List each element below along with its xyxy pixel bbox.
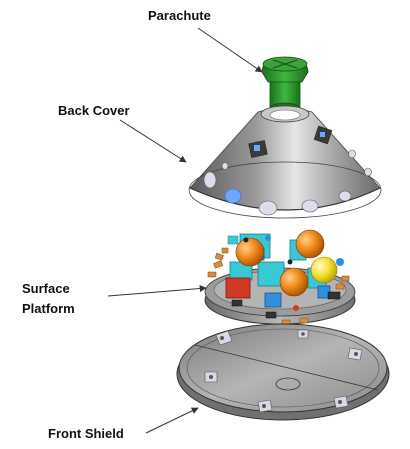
parachute-arrow	[197, 27, 263, 73]
front-shield-label: Front Shield	[48, 426, 124, 441]
front-shield-arrow	[145, 407, 199, 434]
surface-platform-disk	[204, 229, 356, 326]
surface-platform-arrow	[107, 285, 207, 297]
back-cover-arrow	[119, 119, 187, 163]
back-cover-label: Back Cover	[58, 103, 130, 118]
back-cover-cone	[188, 105, 382, 219]
surface-platform-label-line1: Surface	[22, 281, 70, 296]
parachute-canister	[261, 56, 309, 114]
parachute-label: Parachute	[148, 8, 211, 23]
surface-platform-label-line2: Platform	[22, 301, 75, 316]
front-shield-disk	[176, 323, 390, 421]
pointer-arrows	[107, 27, 263, 434]
